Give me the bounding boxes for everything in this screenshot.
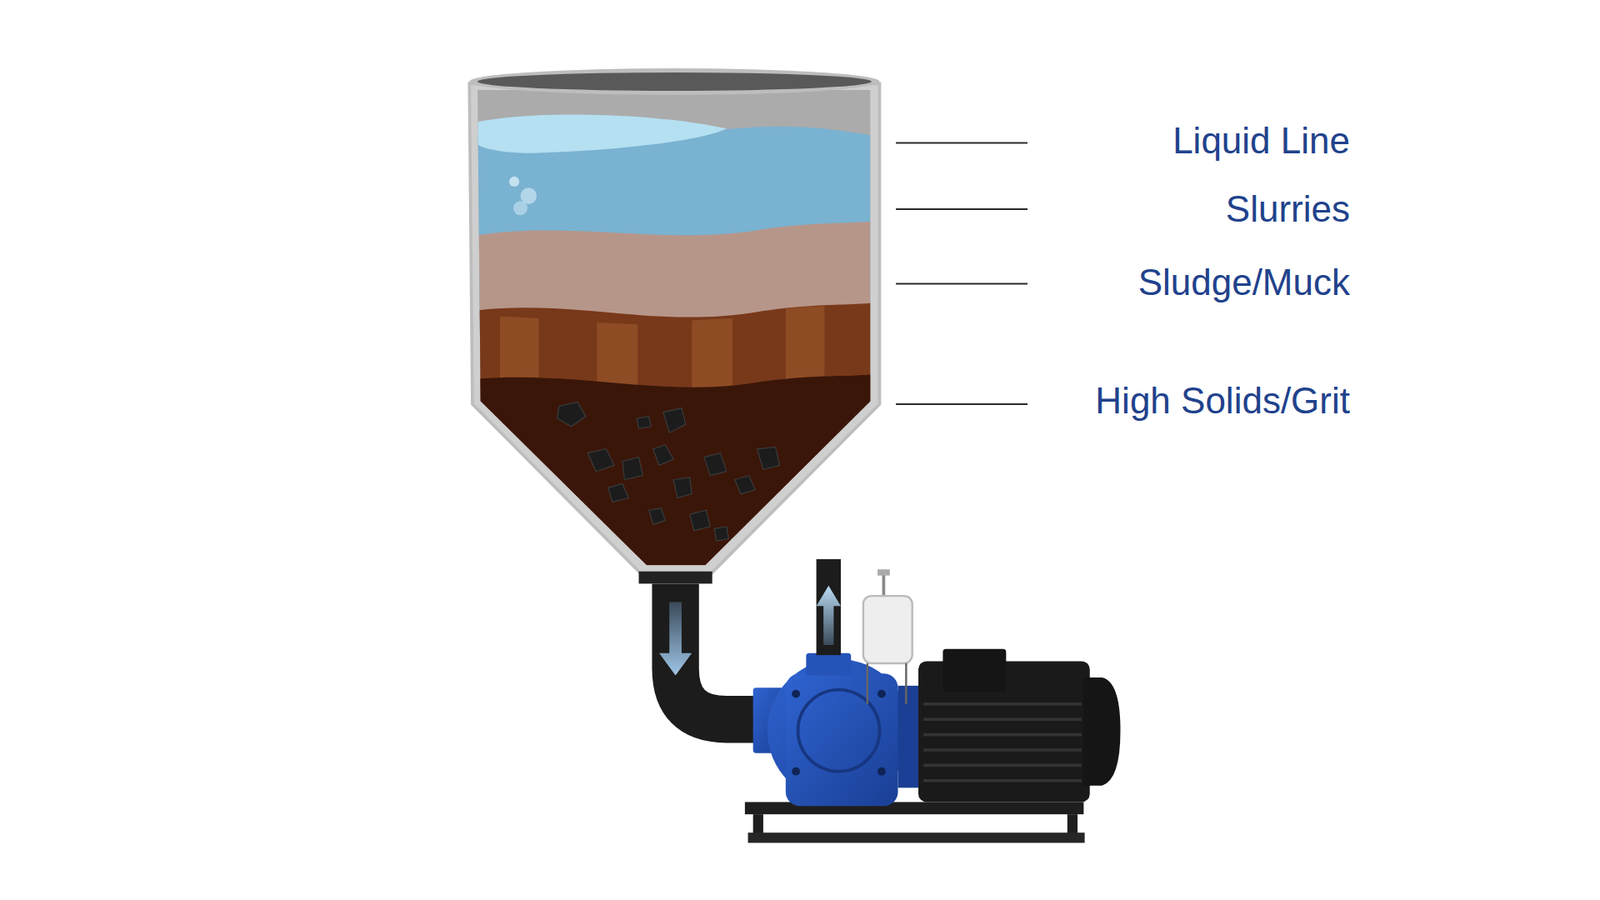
layer-label: Slurries <box>1225 188 1350 231</box>
hopper-tank <box>469 68 888 613</box>
leader-lines <box>895 142 1028 404</box>
layer-label: Sludge/Muck <box>1138 261 1350 305</box>
layer-label: High Solids/Grit <box>1095 380 1350 423</box>
layer-label: Liquid Line <box>1172 120 1350 163</box>
suction-pipe <box>639 571 764 720</box>
pump <box>745 559 1121 843</box>
